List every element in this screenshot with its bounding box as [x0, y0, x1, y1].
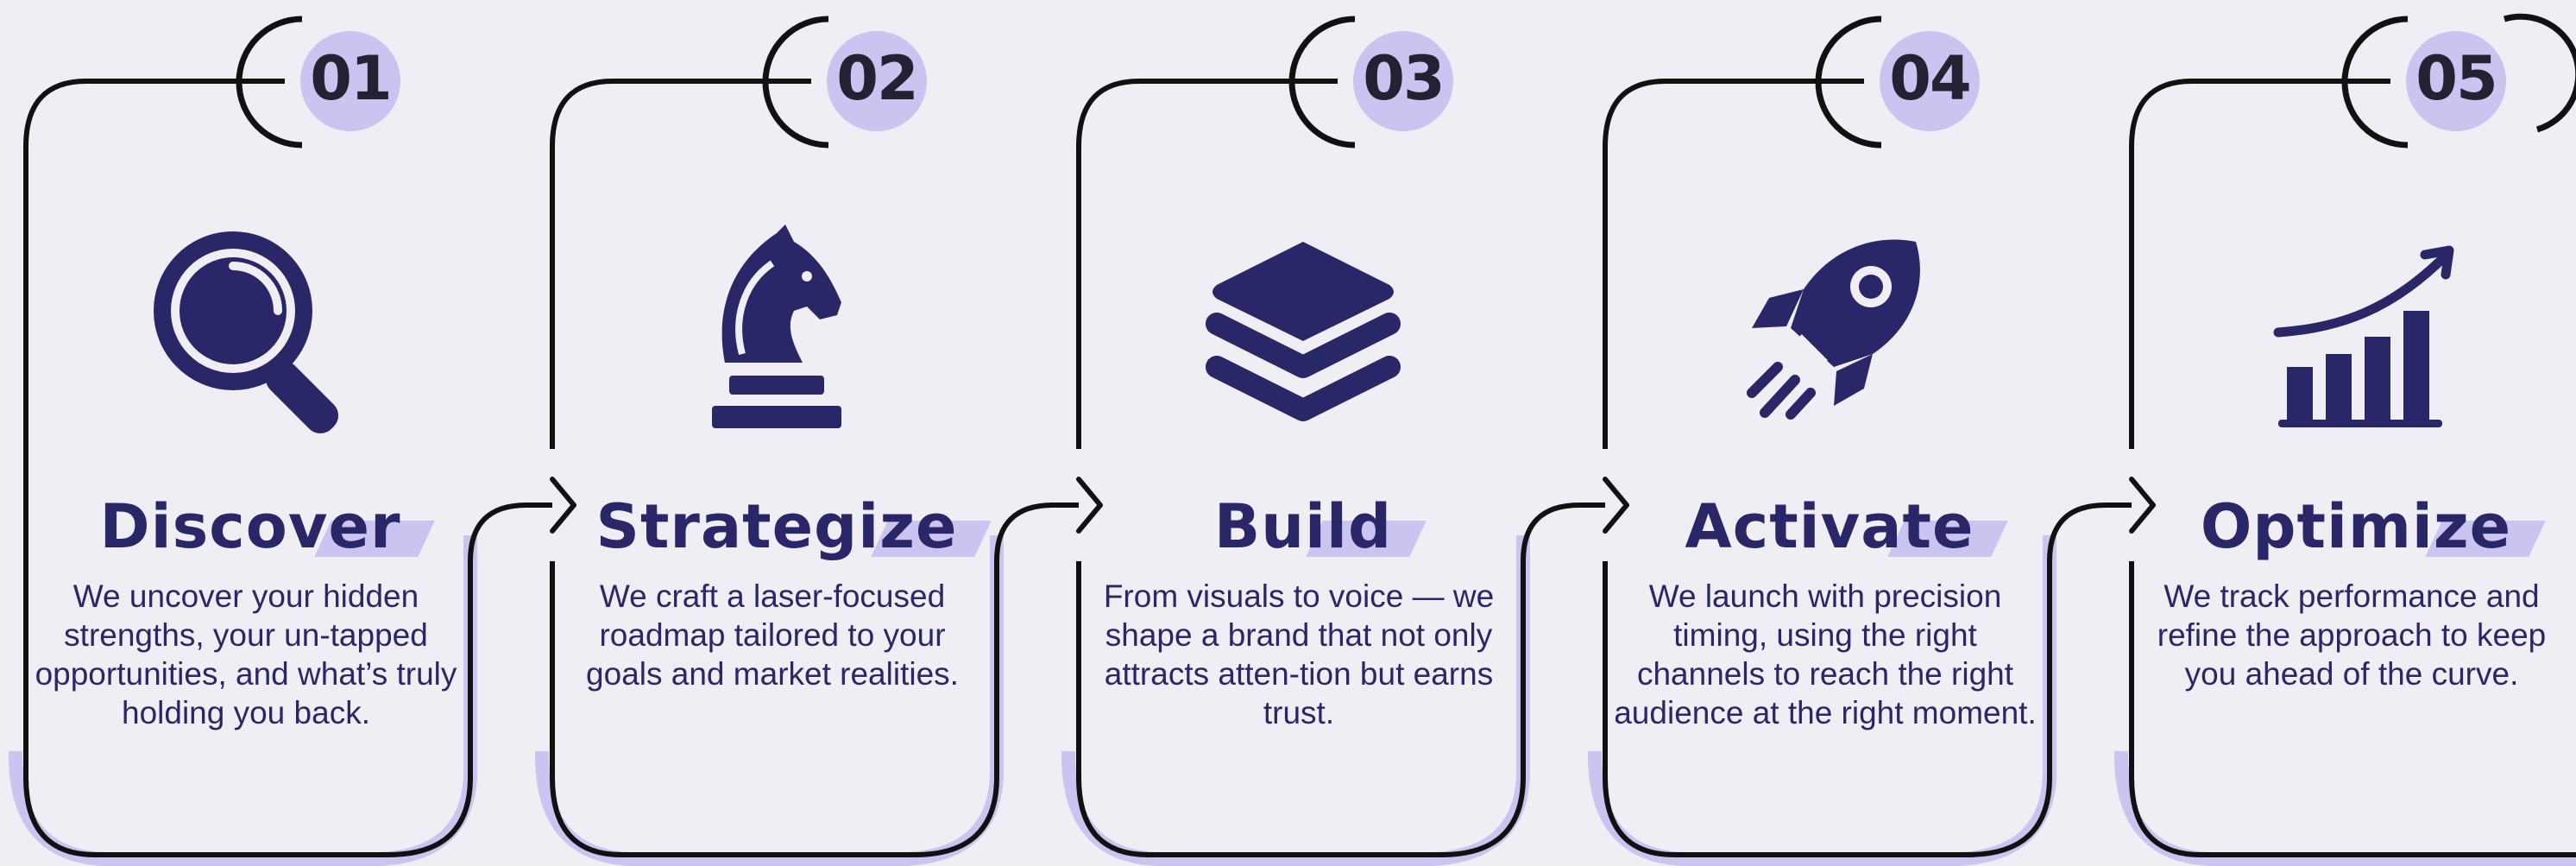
chess-knight-icon — [712, 224, 841, 428]
magnifying-glass-icon — [154, 231, 339, 434]
arrow-2-3 — [1076, 477, 1103, 534]
rocket-icon — [1747, 239, 1920, 420]
step-description: We uncover your hidden strengths, your u… — [35, 578, 457, 730]
step-title: Discover — [100, 491, 436, 562]
step-activate: 04 Activate We launch with precision tim… — [1579, 0, 2132, 866]
step-frame — [1587, 16, 2132, 866]
step-number: 05 — [2415, 43, 2497, 114]
step-frame — [8, 16, 552, 866]
step-number: 03 — [1363, 43, 1445, 114]
arrow-4-5 — [2129, 477, 2156, 534]
step-strategize: 02 Strategize We craft a laser-focused r… — [526, 0, 1079, 866]
growth-chart-icon — [2273, 245, 2454, 427]
step-build: 03 Build From visuals to voice — we shap… — [1053, 0, 1605, 866]
arrow-3-4 — [1603, 477, 1629, 534]
step-description: We launch with precision timing, using t… — [1614, 578, 2037, 730]
arrow-1-2 — [550, 477, 576, 534]
step-number: 01 — [310, 43, 392, 114]
step-optimize: 05 Optimize We track performance and ref… — [2106, 0, 2576, 866]
step-frame — [1061, 16, 1605, 866]
step-description: We track performance and refine the appr… — [2157, 578, 2547, 692]
step-title: Strategize — [596, 491, 992, 562]
step-title: Activate — [1685, 491, 2009, 562]
step-title: Optimize — [2201, 491, 2546, 562]
step-frame — [2113, 13, 2576, 866]
step-description: We craft a laser-focused roadmap tailore… — [586, 578, 959, 692]
step-title: Build — [1214, 491, 1427, 562]
layers-icon — [1206, 242, 1401, 421]
step-number: 02 — [836, 43, 918, 114]
step-number: 04 — [1889, 43, 1971, 114]
step-frame — [534, 16, 1079, 866]
step-description: From visuals to voice — we shape a brand… — [1103, 578, 1495, 730]
step-discover: 01 Discover We uncover your hidden stren… — [0, 0, 552, 866]
